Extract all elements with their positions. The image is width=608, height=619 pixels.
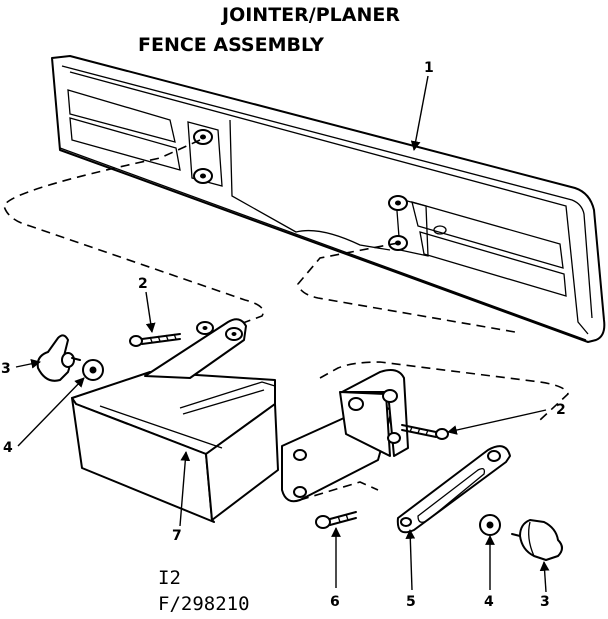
alignment-line-bottom [299, 481, 379, 501]
leader-3-left [15, 359, 41, 369]
diagram-title-line2: FENCE ASSEMBLY [138, 34, 324, 56]
screw-left-part [129, 333, 181, 347]
callout-6: 6 [330, 594, 340, 610]
callout-1: 1 [424, 60, 434, 76]
leader-1 [410, 75, 429, 151]
alignment-line-right [297, 242, 516, 333]
callout-3-right: 3 [540, 594, 550, 610]
code-line1: I2 [158, 567, 181, 589]
callout-4-left: 4 [3, 440, 13, 456]
knob-left-part [36, 334, 81, 382]
callout-5: 5 [406, 594, 416, 610]
screw-lower-part [315, 511, 357, 529]
leader-2-left [145, 291, 156, 333]
washer-left-part [82, 359, 104, 381]
callout-7: 7 [172, 528, 182, 544]
leader-5 [405, 529, 416, 591]
callout-2-right: 2 [556, 402, 566, 418]
fence-part [51, 55, 606, 343]
alignment-line-lower [319, 361, 569, 421]
slotted-plate-part [396, 445, 511, 534]
callout-4-right: 4 [484, 594, 494, 610]
screw-right-part [401, 424, 449, 440]
knob-right-part [511, 519, 563, 561]
leader-7 [179, 451, 191, 527]
callout-2-left: 2 [138, 276, 148, 292]
leader-3-right [539, 561, 550, 593]
leader-2-right [447, 409, 547, 435]
bracket-part [71, 318, 279, 523]
diagram-title-line1: JOINTER/PLANER [220, 4, 400, 26]
callout-3-left: 3 [1, 361, 11, 377]
alignment-line-left [3, 139, 264, 325]
washer-right-part [479, 514, 501, 536]
center-bracket-part [281, 369, 409, 503]
leader-4-left [17, 377, 85, 447]
code-line2: F/298210 [158, 593, 250, 615]
